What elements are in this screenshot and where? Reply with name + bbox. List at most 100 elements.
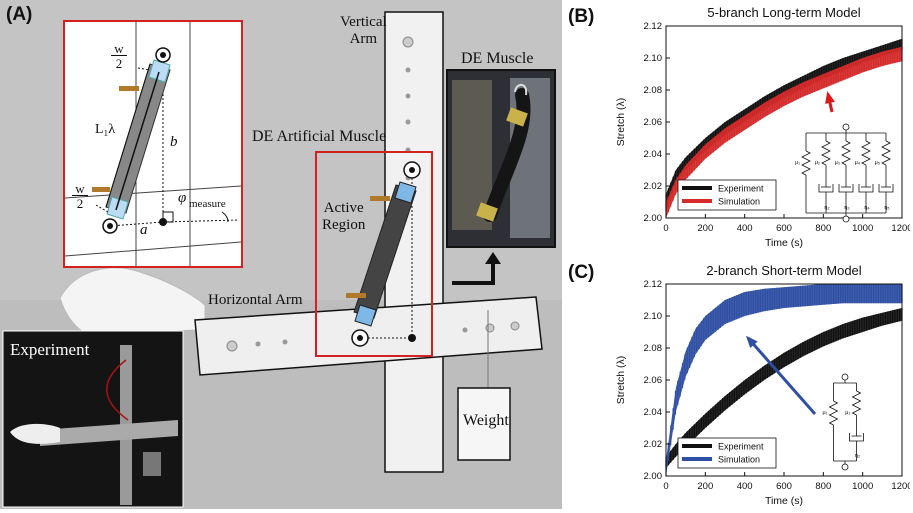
y-tick-label: 2.00 [644, 213, 663, 224]
x-tick-label: 400 [737, 223, 753, 234]
weight-label: Weight [463, 412, 509, 429]
inset-w-top-den: 2 [115, 56, 123, 71]
y-tick-label: 2.12 [644, 279, 663, 290]
experiment-label: Experiment [10, 340, 90, 359]
spring-symbol [801, 150, 811, 176]
x-tick-label: 1000 [852, 223, 873, 234]
inset-b-label: b [170, 134, 178, 150]
setup-illustration [2, 11, 556, 508]
horizontal-arm-label: Horizontal Arm [208, 292, 303, 308]
x-axis-label: Time (s) [765, 495, 803, 507]
experiment-photo [2, 330, 184, 508]
dashpot-label: η₂ [855, 453, 860, 459]
spring-label: μ₅ [875, 160, 880, 166]
chart-svg: 5-branch Long-term Model 0 200 400 600 800 100… [615, 5, 913, 249]
legend-label-experiment: Experiment [718, 184, 764, 194]
spring-symbol [881, 140, 891, 166]
circuit-node-bottom [842, 215, 850, 223]
spring-label: μ₃ [835, 160, 840, 166]
spring-label: μ₂ [815, 160, 820, 166]
y-tick-label: 2.10 [644, 53, 663, 64]
annotation-arrow [746, 337, 817, 415]
x-tick-label: 1000 [852, 481, 873, 492]
de-muscle-label: DE Muscle [461, 50, 534, 67]
spring-label: μ₂ [845, 410, 850, 416]
arrow-to-photo [452, 262, 495, 285]
x-tick-label: 200 [697, 481, 713, 492]
inset-length-label: L₁λ [95, 122, 116, 137]
x-tick-label: 600 [776, 481, 792, 492]
circuit-node-top [842, 123, 850, 131]
spring-label: μ₁ [795, 160, 800, 166]
legend-label-simulation: Simulation [718, 197, 760, 207]
legend-box [677, 179, 777, 211]
circuit-node-bottom [841, 463, 849, 471]
x-tick-label: 800 [815, 223, 831, 234]
x-tick-label: 1200 [891, 481, 910, 492]
y-tick-label: 2.06 [644, 375, 663, 386]
schematic-inset [63, 20, 243, 268]
active-region-box [315, 151, 433, 357]
x-tick-label: 0 [663, 223, 668, 234]
de-muscle-drawing [346, 161, 421, 347]
legend-label-simulation: Simulation [718, 455, 760, 465]
y-axis-label: Stretch (λ) [615, 356, 627, 404]
x-tick-label: 400 [737, 481, 753, 492]
legend-box [677, 437, 777, 469]
annotation-arrow-head [825, 91, 835, 104]
panel-letter-c: (C) [568, 262, 595, 283]
dashpot-label: η₄ [864, 205, 870, 211]
y-axis-label: Stretch (λ) [615, 98, 627, 146]
y-tick-label: 2.02 [644, 439, 663, 450]
y-tick-label: 2.00 [644, 471, 663, 482]
active-region-label: Active Region [322, 200, 366, 233]
y-tick-label: 2.12 [644, 21, 663, 32]
spring-symbol [851, 390, 862, 416]
panel-letter-a: (A) [6, 4, 33, 25]
panel-letter-b: (B) [568, 6, 595, 27]
y-tick-label: 2.04 [644, 407, 663, 418]
circuit-node-top [841, 373, 849, 381]
legend-label-experiment: Experiment [718, 442, 764, 452]
weight-box [457, 387, 511, 461]
spring-symbol [821, 140, 831, 166]
spring-label: μ₄ [855, 160, 861, 166]
inset-w-top-num: w [111, 42, 127, 56]
chart-title: 5-branch Long-term Model [707, 5, 860, 20]
y-tick-label: 2.04 [644, 149, 663, 160]
x-tick-label: 1200 [891, 223, 910, 234]
spring-symbol [861, 140, 871, 166]
chart-c: 2-branch Short-term Model 0 200 400 600 800 10… [610, 258, 913, 513]
dashpot-label: η₃ [844, 205, 849, 211]
x-tick-label: 200 [697, 223, 713, 234]
x-tick-label: 0 [663, 481, 668, 492]
inset-a-label: a [140, 222, 148, 238]
spring-label: μ₁ [822, 410, 827, 416]
spring-symbol [841, 140, 851, 166]
chart-title: 2-branch Short-term Model [706, 263, 861, 278]
dashpot-label: η₂ [824, 205, 829, 211]
x-tick-label: 600 [776, 223, 792, 234]
inset-w-bottom-den: 2 [76, 196, 84, 211]
y-tick-label: 2.08 [644, 343, 663, 354]
x-axis-label: Time (s) [765, 237, 803, 249]
inset-phi-subscript: measure [189, 198, 226, 210]
de-artificial-muscle-label: DE Artificial Muscle [252, 128, 387, 145]
spring-symbol [828, 400, 839, 426]
experimental-setup-panel: (A) Vertical Arm DE Muscle DE Artificial… [0, 0, 562, 509]
chart-svg: 2-branch Short-term Model 0 200 400 600 800 10… [615, 263, 913, 507]
vertical-arm-label: Vertical Arm [340, 14, 387, 47]
y-tick-label: 2.10 [644, 311, 663, 322]
y-tick-label: 2.02 [644, 181, 663, 192]
annotation-arrow-head [746, 335, 758, 349]
x-tick-label: 800 [815, 481, 831, 492]
inset-w-bottom-num: w [72, 182, 88, 196]
inset-phi-label: φ [178, 190, 187, 206]
rheology-circuit: μ₁ μ₂ η₂ [822, 373, 864, 471]
chart-b: 5-branch Long-term Model 0 200 400 600 800 100… [610, 0, 913, 255]
y-tick-label: 2.08 [644, 85, 663, 96]
y-tick-label: 2.06 [644, 117, 663, 128]
